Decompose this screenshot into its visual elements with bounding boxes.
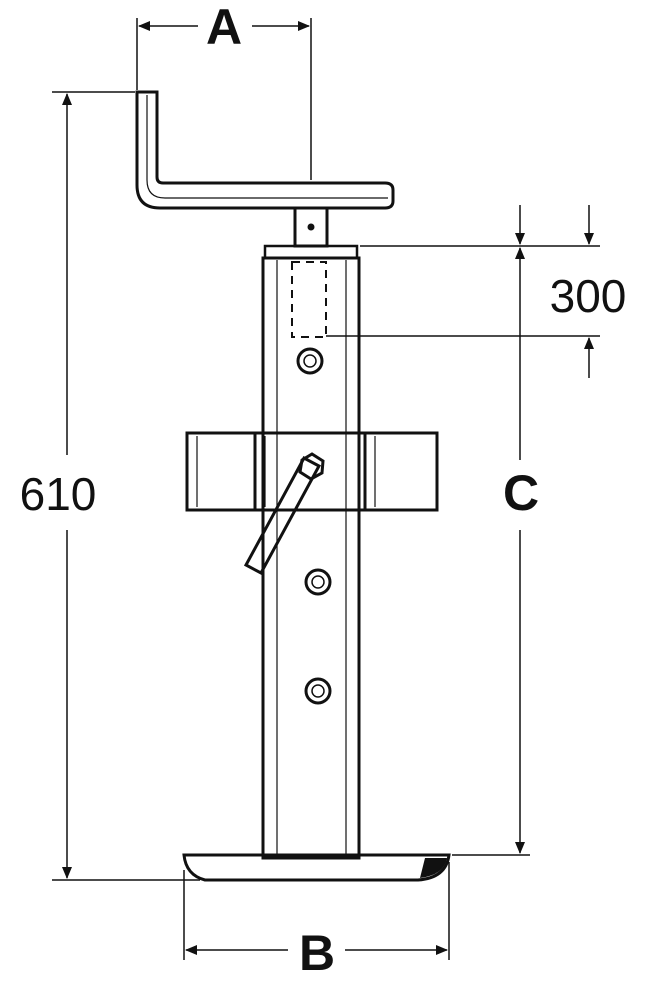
column-tube bbox=[261, 256, 361, 860]
mounting-clamp bbox=[185, 431, 439, 512]
inner-extension-hidden bbox=[291, 261, 327, 338]
hole-3 bbox=[304, 677, 332, 705]
dim-label-b: B bbox=[299, 925, 335, 981]
base-foot bbox=[182, 853, 451, 882]
dim-label-610: 610 bbox=[20, 468, 97, 520]
adjustment-holes bbox=[296, 347, 332, 705]
dimension-a: A bbox=[136, 0, 312, 180]
swivel-connector bbox=[263, 206, 359, 260]
dimension-travel: 300 bbox=[326, 205, 626, 378]
lever-handle bbox=[243, 452, 325, 576]
hole-2 bbox=[304, 568, 332, 596]
dim-label-300: 300 bbox=[550, 270, 627, 322]
dim-label-c: C bbox=[503, 465, 539, 521]
dimension-c: C bbox=[452, 205, 539, 856]
top-bracket bbox=[135, 90, 395, 210]
dim-label-a: A bbox=[206, 0, 242, 55]
dimension-b: B bbox=[183, 862, 450, 981]
dimension-overall-height: 610 bbox=[20, 91, 200, 881]
hole-1 bbox=[296, 347, 324, 375]
